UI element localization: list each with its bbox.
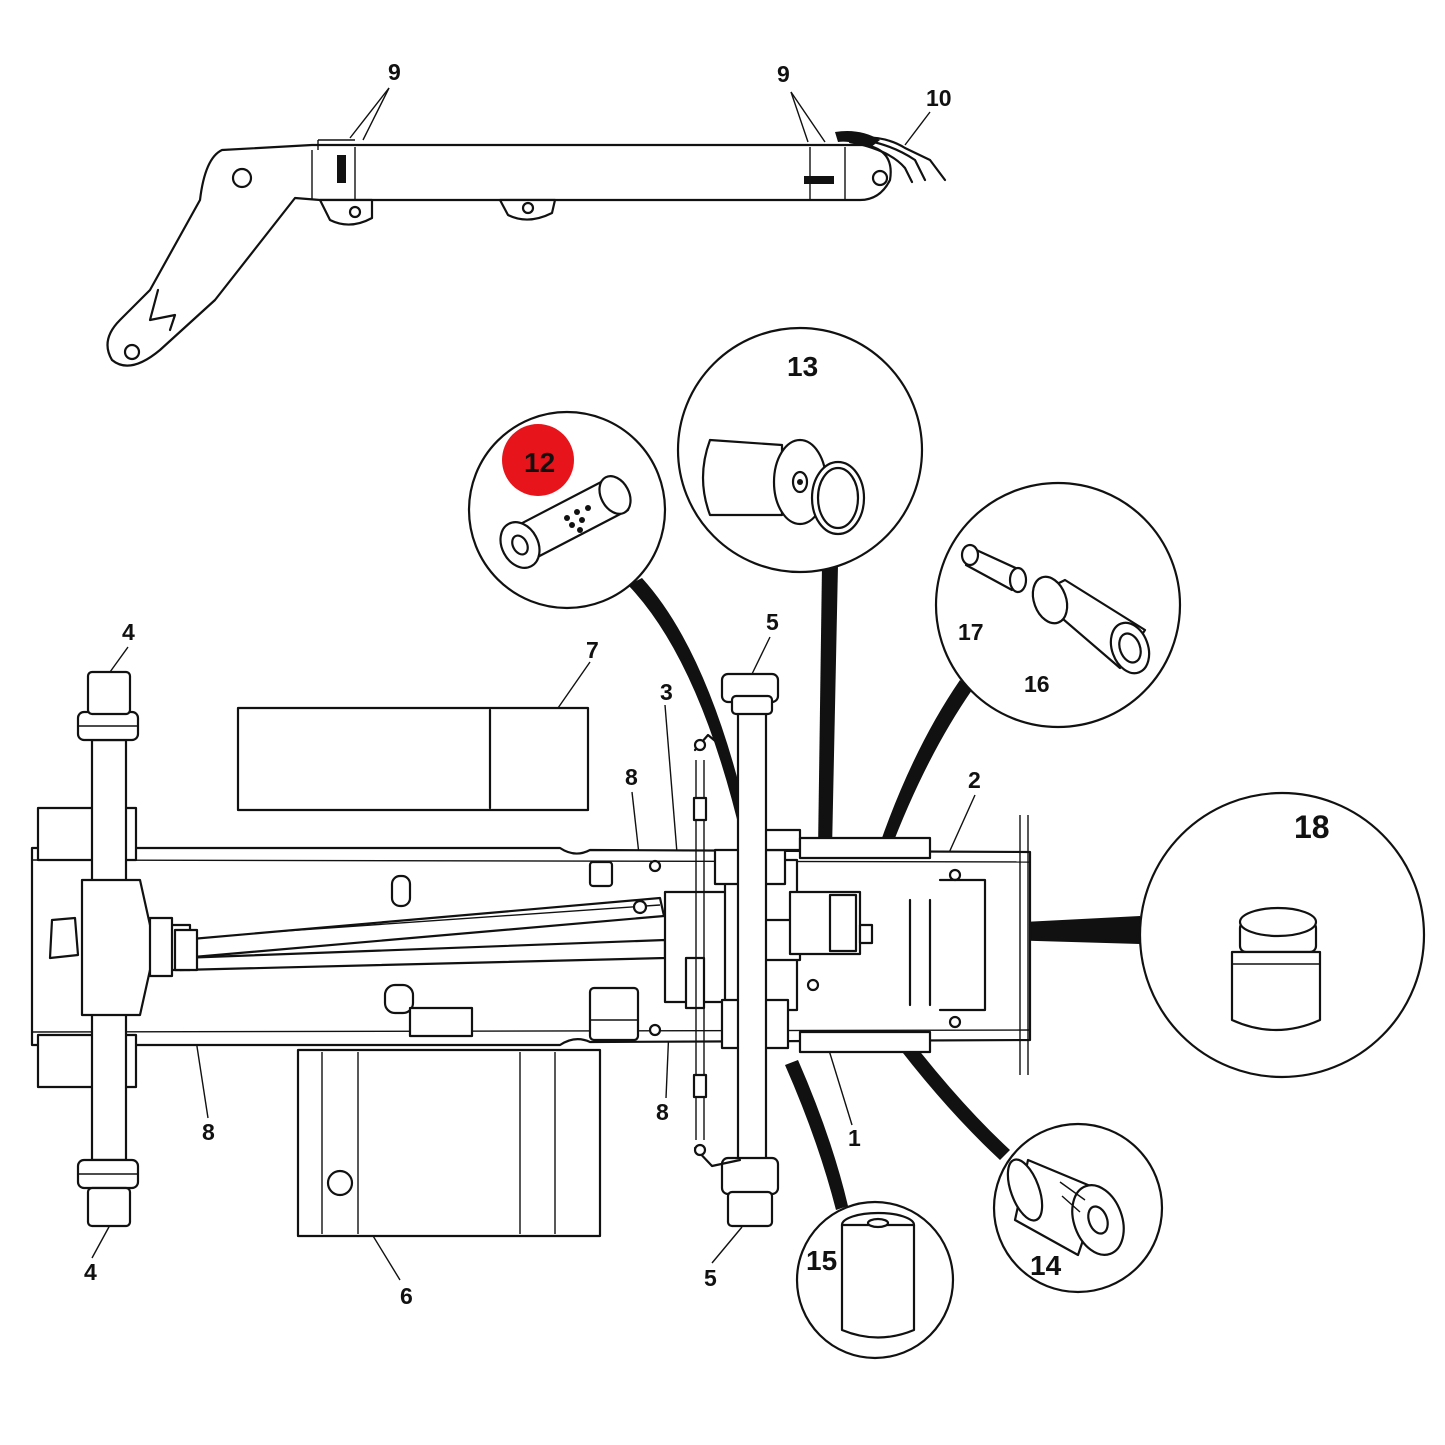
label-2: 2 [968,767,981,793]
fuel-tank [296,1048,602,1238]
label-5-top: 5 [766,609,779,635]
label-17: 17 [958,619,984,645]
boom-wear-pad-left [337,155,346,183]
label-18: 18 [1294,809,1330,845]
label-6: 6 [400,1283,413,1309]
label-10: 10 [926,85,952,111]
label-12: 12 [524,447,555,478]
detail-18 [1138,791,1426,1079]
label-1: 1 [848,1125,861,1151]
label-9-left: 9 [388,59,401,85]
label-8-center-bottom: 8 [656,1099,669,1125]
label-9-right: 9 [777,61,790,87]
label-13: 13 [787,351,818,382]
boom-foot-hole [123,343,141,361]
detail-14 [992,1122,1164,1294]
detail-16-17 [934,481,1182,729]
highlight-marker [502,424,574,496]
label-4-top: 4 [122,619,135,645]
label-14: 14 [1030,1250,1062,1281]
label-4-bottom: 4 [84,1259,97,1285]
label-15: 15 [806,1245,837,1276]
detail-13 [676,326,924,574]
rear-axle [692,672,780,1228]
detail-15 [795,1200,955,1360]
boom-wear-pad-right [804,176,834,184]
chassis-frame [30,706,1032,1238]
drive-shaft [173,896,667,972]
counterweight-box [236,706,590,812]
detail-12 [467,410,667,610]
boom-arm [106,131,947,367]
label-3: 3 [660,679,673,705]
boom-pivot-hole [231,167,253,189]
label-8-center-top: 8 [625,764,638,790]
label-7: 7 [586,637,599,663]
boom-tip-hole [871,169,889,187]
part-labels: 9 9 10 12 13 17 16 18 4 4 5 5 7 3 8 2 8 … [84,59,1330,1309]
label-5-bottom: 5 [704,1265,717,1291]
front-axle [76,670,192,1228]
label-16: 16 [1024,671,1050,697]
label-8-left: 8 [202,1119,215,1145]
